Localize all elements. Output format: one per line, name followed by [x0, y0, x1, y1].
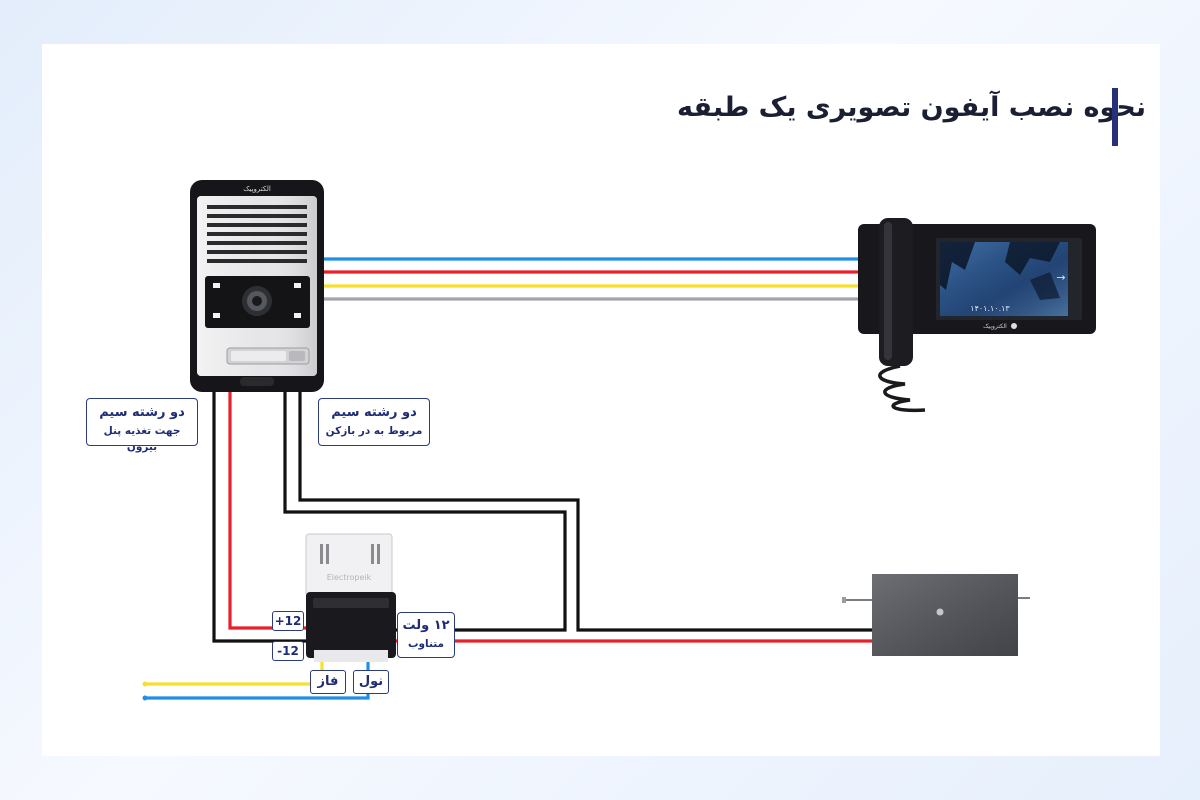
lock-wires-label-line2: مربوط به در بازکن: [325, 425, 423, 437]
voltage-label-line1: ۱۲ ولت: [402, 618, 450, 633]
monitor: ۱۴۰۱.۱۰.۱۳ → الکتروپیک: [858, 218, 1096, 413]
svg-text:→: →: [1056, 271, 1065, 284]
door-panel-brand: الکتروپیک: [243, 185, 271, 193]
power-supply: Electropeik: [305, 533, 396, 662]
page-title: نحوه نصب آیفون تصویری یک طبقه: [677, 92, 1146, 123]
power-wires-label-line2: جهت تغذیه پنل بیرون: [103, 425, 181, 453]
title-accent-bar: [1112, 88, 1118, 146]
door-lock: [842, 574, 1030, 656]
phase-tag: فاز: [310, 670, 346, 694]
wire-black-lock-outer: [283, 392, 567, 632]
monitor-date: ۱۴۰۱.۱۰.۱۳: [970, 304, 1010, 313]
wire-yellow-phase: [145, 660, 324, 686]
door-panel: الکتروپیک: [190, 180, 324, 392]
wire-black-lock-inner: [298, 392, 873, 632]
voltage-label: ۱۲ ولت متناوب: [397, 612, 455, 658]
voltage-label-line2: متناوب: [407, 638, 445, 650]
plus12-tag: +12: [272, 611, 304, 631]
speaker-grille: [207, 205, 307, 263]
wiring-diagram: الکتروپیک ۱۴۰۱.۱۰: [142, 180, 1096, 701]
power-wires-label-line1: دو رشته سیم: [99, 405, 185, 420]
power-supply-brand: Electropeik: [327, 573, 372, 582]
handset-cord: [878, 364, 926, 413]
diagram-card: الکتروپیک ۱۴۰۱.۱۰: [42, 44, 1160, 756]
lock-wires-label: دو رشته سیم مربوط به در بازکن: [318, 398, 430, 446]
lock-wires-label-line1: دو رشته سیم: [331, 405, 417, 420]
neutral-tag: نول: [353, 670, 389, 694]
monitor-brand: الکتروپیک: [983, 323, 1007, 330]
minus12-tag: -12: [272, 641, 304, 661]
wire-red-power: [228, 392, 310, 630]
power-wires-label: دو رشته سیم جهت تغذیه پنل بیرون: [86, 398, 198, 453]
